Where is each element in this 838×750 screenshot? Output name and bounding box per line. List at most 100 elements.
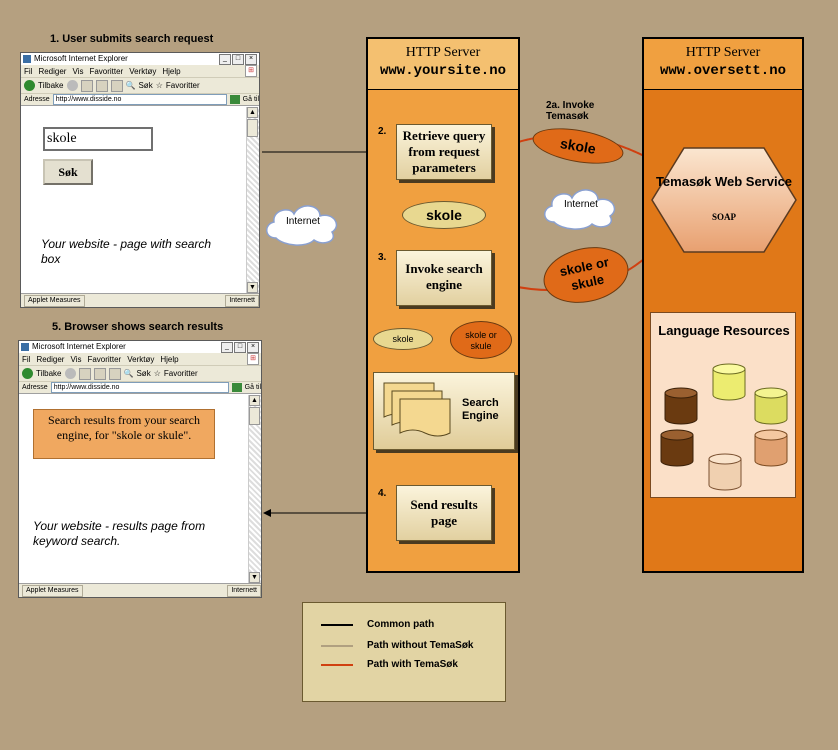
search-toolbar-button[interactable]: Søk bbox=[136, 369, 151, 378]
menu-help[interactable]: Hjelp bbox=[162, 66, 181, 76]
legend-line-common bbox=[321, 623, 353, 626]
forward-icon[interactable] bbox=[64, 368, 76, 379]
search-engine-box: Search Engine bbox=[373, 372, 515, 450]
legend-label-with-temasok: Path with TemaSøk bbox=[367, 659, 458, 670]
close-icon[interactable]: × bbox=[245, 54, 257, 65]
browser2-toolbar: Tilbake 🔍 Søk ☆ Favoritter bbox=[19, 365, 261, 381]
back-icon[interactable] bbox=[22, 368, 33, 379]
stop-icon[interactable] bbox=[78, 367, 91, 380]
database-icon bbox=[712, 363, 746, 401]
browser1-window: Microsoft Internet Explorer _□× Fil Redi… bbox=[20, 52, 260, 308]
menu-help[interactable]: Hjelp bbox=[160, 354, 179, 364]
favorites-icon[interactable]: ☆ bbox=[153, 369, 161, 378]
home-icon[interactable] bbox=[110, 79, 123, 92]
menu-view[interactable]: Vis bbox=[70, 354, 82, 364]
browser2-content: Search results from your search engine, … bbox=[19, 395, 249, 583]
browser1-statusbar: Applet Measures Internett bbox=[21, 293, 259, 307]
temasok-protocol: SOAP bbox=[711, 212, 736, 222]
database-icons bbox=[660, 363, 788, 491]
maximize-icon[interactable]: □ bbox=[234, 342, 246, 353]
ie-logo-icon bbox=[21, 343, 29, 351]
menu-file[interactable]: Fil bbox=[24, 66, 33, 76]
legend-line-with-temasok bbox=[321, 663, 353, 666]
go-icon[interactable] bbox=[229, 95, 240, 104]
ie-logo-icon bbox=[23, 55, 31, 63]
windows-flag-icon: ⊞ bbox=[247, 353, 259, 365]
address-field[interactable]: http://www.disside.no bbox=[50, 382, 229, 393]
refresh-icon[interactable] bbox=[93, 367, 106, 380]
favorites-icon[interactable]: ☆ bbox=[155, 81, 163, 90]
legend-line-without-temasok bbox=[321, 644, 353, 647]
legend-item-common: Common path bbox=[321, 619, 434, 630]
minimize-icon[interactable]: _ bbox=[219, 54, 231, 65]
favorites-button[interactable]: Favoritter bbox=[165, 81, 200, 90]
favorites-button[interactable]: Favoritter bbox=[163, 369, 198, 378]
ellipse-skole-or-skule-small: skole or skule bbox=[450, 321, 512, 359]
search-toolbar-button[interactable]: Søk bbox=[138, 81, 153, 90]
menu-tools[interactable]: Verktøy bbox=[129, 66, 157, 76]
menu-view[interactable]: Vis bbox=[72, 66, 84, 76]
menu-edit[interactable]: Rediger bbox=[38, 66, 67, 76]
browser1-addressbar: Adresse http://www.disside.no Gå til bbox=[21, 93, 259, 106]
browser2-caption: 5. Browser shows search results bbox=[52, 321, 224, 333]
database-icon bbox=[708, 453, 742, 491]
language-resources-box: Language Resources bbox=[650, 312, 796, 498]
database-icon bbox=[660, 429, 694, 467]
status-zone: Internett bbox=[227, 584, 261, 597]
go-button[interactable]: Gå til bbox=[244, 384, 261, 391]
forward-icon[interactable] bbox=[66, 80, 78, 91]
browser2-menubar: Fil Rediger Vis Favoritter Verktøy Hjelp… bbox=[19, 353, 261, 365]
search-input[interactable]: skole bbox=[43, 127, 153, 151]
go-button[interactable]: Gå til bbox=[242, 96, 259, 103]
ellipse-skole-yellow: skole bbox=[402, 201, 486, 229]
step4-box: Send results page bbox=[396, 485, 492, 541]
menu-tools[interactable]: Verktøy bbox=[127, 354, 155, 364]
legend: Common path Path without TemaSøk Path wi… bbox=[302, 602, 506, 702]
browser1-title: Microsoft Internet Explorer bbox=[34, 54, 128, 63]
cloud-icon bbox=[266, 205, 338, 246]
ellipse-skole-small: skole bbox=[373, 328, 433, 350]
documents-icon bbox=[383, 382, 451, 437]
close-icon[interactable]: × bbox=[247, 342, 259, 353]
back-button[interactable]: Tilbake bbox=[36, 369, 62, 378]
browser1-scrollbar[interactable]: ▲▼ bbox=[246, 107, 259, 293]
search-engine-label: Search Engine bbox=[462, 397, 499, 422]
status-zone: Internett bbox=[225, 294, 259, 307]
server2-header: HTTP Server www.oversett.no bbox=[644, 39, 802, 90]
back-button[interactable]: Tilbake bbox=[38, 81, 64, 90]
server1-header: HTTP Server www.yoursite.no bbox=[368, 39, 518, 90]
internet-cloud-right: Internet bbox=[540, 184, 622, 230]
browser2-statusbar: Applet Measures Internett bbox=[19, 583, 261, 597]
browser1-toolbar: Tilbake 🔍 Søk ☆ Favoritter bbox=[21, 77, 259, 93]
browser2-title: Microsoft Internet Explorer bbox=[32, 342, 126, 351]
menu-favorites[interactable]: Favoritter bbox=[87, 354, 122, 364]
browser1-content: skole Søk Your website - page with searc… bbox=[21, 107, 247, 293]
back-icon[interactable] bbox=[24, 80, 35, 91]
search-submit-button[interactable]: Søk bbox=[43, 159, 93, 185]
home-icon[interactable] bbox=[108, 367, 121, 380]
browser2-window: Microsoft Internet Explorer _□× Fil Redi… bbox=[18, 340, 262, 598]
browser1-caption: 1. User submits search request bbox=[50, 33, 214, 45]
go-icon[interactable] bbox=[231, 383, 242, 392]
legend-item-without-temasok: Path without TemaSøk bbox=[321, 640, 474, 651]
search-icon[interactable]: 🔍 bbox=[123, 369, 134, 378]
status-left: Applet Measures bbox=[24, 294, 85, 307]
menu-favorites[interactable]: Favoritter bbox=[89, 66, 124, 76]
database-icon bbox=[754, 387, 788, 425]
step4-number: 4. bbox=[378, 488, 387, 499]
status-left: Applet Measures bbox=[22, 584, 83, 597]
refresh-icon[interactable] bbox=[95, 79, 108, 92]
address-field[interactable]: http://www.disside.no bbox=[52, 94, 227, 105]
minimize-icon[interactable]: _ bbox=[221, 342, 233, 353]
search-icon[interactable]: 🔍 bbox=[125, 81, 136, 90]
browser1-description: Your website - page with search box bbox=[41, 237, 212, 266]
maximize-icon[interactable]: □ bbox=[232, 54, 244, 65]
menu-edit[interactable]: Rediger bbox=[36, 354, 65, 364]
menu-file[interactable]: Fil bbox=[22, 354, 31, 364]
legend-label-common: Common path bbox=[367, 619, 435, 630]
browser2-description: Your website - results page from keyword… bbox=[33, 519, 206, 548]
browser2-scrollbar[interactable]: ▲▼ bbox=[248, 395, 261, 583]
server2-host: www.oversett.no bbox=[659, 63, 787, 79]
internet-label-left: Internet bbox=[286, 216, 320, 227]
stop-icon[interactable] bbox=[80, 79, 93, 92]
